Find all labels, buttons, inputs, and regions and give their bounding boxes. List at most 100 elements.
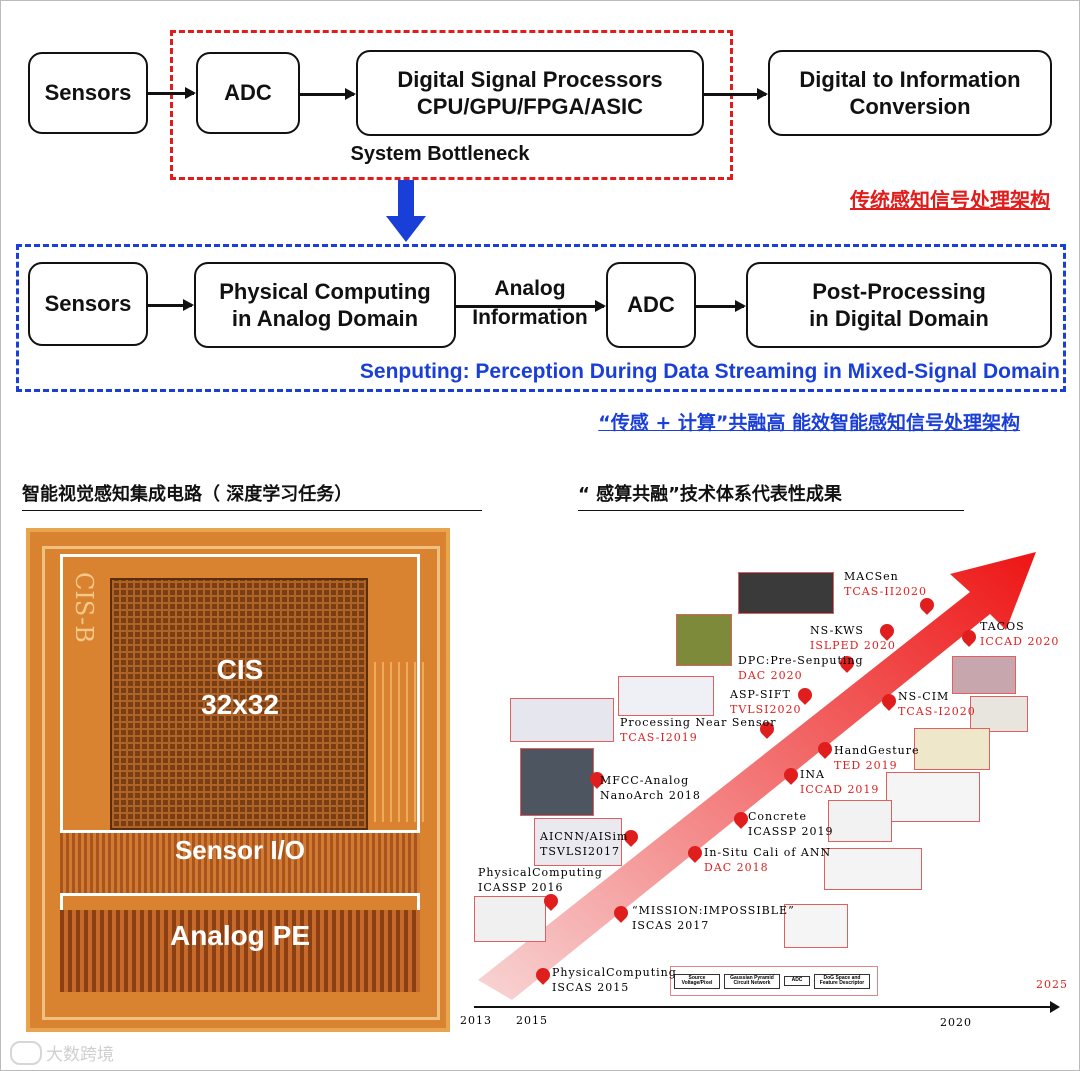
item-physical-2015: PhysicalComputing ISCAS 2015 bbox=[552, 966, 677, 996]
item-name: PhysicalComputing bbox=[552, 966, 677, 979]
ina-thumbnail bbox=[886, 772, 980, 822]
item-name: “MISSION:IMPOSSIBLE” bbox=[632, 904, 795, 917]
chip-die-photo: CIS-B CIS 32x32 Sensor I/O Analog PE bbox=[26, 528, 450, 1032]
item-ina: INA ICCAD 2019 bbox=[800, 768, 879, 798]
item-concrete: Concrete ICASSP 2019 bbox=[748, 810, 833, 840]
item-name: PhysicalComputing bbox=[478, 866, 603, 879]
analog-pe-label: Analog PE bbox=[169, 920, 310, 951]
item-dpc: DPC:Pre-Senputing DAC 2020 bbox=[738, 654, 864, 684]
item-name: NS-CIM bbox=[898, 690, 950, 703]
arrow-sensors-adc bbox=[148, 87, 196, 98]
item-asp-sift: ASP-SIFT TVLSI2020 bbox=[730, 688, 801, 718]
concrete-thumbnail bbox=[828, 800, 892, 842]
item-tacos: TACOS ICCAD 2020 bbox=[980, 620, 1059, 650]
growth-arrow bbox=[478, 552, 1036, 1000]
item-venue: ISCAS 2015 bbox=[552, 980, 630, 994]
chip-heading: 智能视觉感知集成电路（ 深度学习任务） bbox=[22, 484, 482, 511]
physical-2016-thumbnail bbox=[474, 896, 546, 942]
item-venue: ISLPED 2020 bbox=[810, 638, 896, 652]
item-ns-cim: NS-CIM TCAS-I2020 bbox=[898, 690, 976, 720]
analog-info-line2: Information bbox=[472, 306, 588, 330]
ns-cim-thumbnail bbox=[970, 696, 1028, 732]
pipeline-step-1: Source Voltage/Pixel bbox=[674, 973, 720, 989]
year-2020: 2020 bbox=[940, 1016, 972, 1029]
dpc-thumbnail bbox=[618, 676, 714, 716]
item-name: TACOS bbox=[980, 620, 1025, 633]
analog-info-label: Analog Information bbox=[456, 274, 604, 333]
post-box: Post-Processing in Digital Domain bbox=[746, 262, 1052, 348]
item-processing-near-sensor: Processing Near Sensor TCAS-I2019 bbox=[620, 716, 777, 746]
item-in-situ: In-Situ Cali of ANN DAC 2018 bbox=[704, 846, 831, 876]
d2i-box: Digital to Information Conversion bbox=[768, 50, 1052, 136]
mfcc-thumbnail bbox=[520, 748, 594, 816]
item-venue: ICASSP 2019 bbox=[748, 824, 834, 838]
item-mfcc: MFCC-Analog NanoArch 2018 bbox=[600, 774, 701, 804]
bottleneck-region bbox=[170, 30, 733, 180]
pipeline-diagram: Source Voltage/Pixel Gaussian Pyramid Ci… bbox=[670, 966, 878, 996]
watermark-text: 大数跨境 bbox=[46, 1045, 114, 1065]
item-venue: TCAS-I2019 bbox=[620, 730, 698, 744]
item-name: Concrete bbox=[748, 810, 807, 823]
pipeline-step-3: ADC bbox=[784, 976, 810, 986]
item-venue: NanoArch 2018 bbox=[600, 788, 701, 802]
senputing-region bbox=[16, 244, 1066, 392]
year-2015: 2015 bbox=[516, 1014, 548, 1027]
item-venue: ICCAD 2020 bbox=[980, 634, 1060, 648]
sensors-label: Sensors bbox=[44, 80, 132, 106]
pipeline-step-4: DoG Space and Feature Descriptor bbox=[814, 973, 870, 989]
arrow-physical-adc bbox=[456, 300, 606, 311]
analog-info-line1: Analog bbox=[494, 277, 566, 300]
down-arrow-icon bbox=[386, 180, 426, 242]
adc-label-2: ADC bbox=[627, 292, 675, 318]
aicnn-thumbnail bbox=[534, 818, 622, 866]
sensor-io-label: Sensor I/O bbox=[174, 835, 306, 865]
item-name: DPC:Pre-Senputing bbox=[738, 654, 864, 667]
arrow-dsp-d2i bbox=[704, 88, 768, 99]
physical-label-line2: in Analog Domain bbox=[231, 306, 419, 331]
bottleneck-label: System Bottleneck bbox=[350, 143, 530, 165]
in-situ-thumbnail bbox=[824, 848, 922, 890]
macsen-thumbnail bbox=[738, 572, 834, 614]
item-venue: ISCAS 2017 bbox=[632, 918, 710, 932]
item-venue: TCAS-I2020 bbox=[898, 704, 976, 718]
item-name: ASP-SIFT bbox=[730, 688, 791, 701]
item-handgesture: HandGesture TED 2019 bbox=[834, 744, 920, 774]
time-axis-arrowhead bbox=[1050, 1001, 1060, 1013]
post-label-line1: Post-Processing bbox=[812, 278, 986, 304]
adc-label: ADC bbox=[224, 80, 272, 106]
sensor-io-band bbox=[60, 830, 420, 896]
cis-label: CIS 32x32 bbox=[170, 652, 310, 722]
senputing-tagline: Senputing: Perception During Data Stream… bbox=[359, 360, 1060, 383]
ns-kws-thumbnail bbox=[676, 614, 732, 666]
physical-box: Physical Computing in Analog Domain bbox=[194, 262, 456, 348]
item-name: In-Situ Cali of ANN bbox=[704, 846, 832, 859]
analog-pe-band bbox=[60, 910, 420, 992]
watermark: 大数跨境 bbox=[10, 1040, 114, 1065]
timeline-heading: “ 感算共融”技术体系代表性成果 bbox=[578, 484, 964, 511]
item-venue: TSVLSI2017 bbox=[540, 844, 620, 858]
dsp-box: Digital Signal Processors CPU/GPU/FPGA/A… bbox=[356, 50, 704, 136]
cis-array bbox=[110, 578, 368, 830]
processing-near-sensor-thumbnail bbox=[510, 698, 614, 742]
sensors-box-senputing: Sensors bbox=[28, 262, 148, 346]
item-name: Processing Near Sensor bbox=[620, 716, 777, 729]
physical-label-line1: Physical Computing bbox=[219, 278, 431, 304]
dsp-label-line1: Digital Signal Processors bbox=[397, 66, 663, 92]
item-name: INA bbox=[800, 768, 825, 781]
item-venue: TED 2019 bbox=[834, 758, 898, 772]
item-name: AICNN/AISim bbox=[540, 830, 629, 843]
item-mission: “MISSION:IMPOSSIBLE” ISCAS 2017 bbox=[632, 904, 795, 934]
item-venue: DAC 2018 bbox=[704, 860, 769, 874]
adc-box-traditional: ADC bbox=[196, 52, 300, 134]
year-2013: 2013 bbox=[460, 1014, 492, 1027]
arrow-adc-dsp bbox=[300, 88, 356, 99]
item-name: HandGesture bbox=[834, 744, 920, 757]
pipeline-step-2: Gaussian Pyramid Circuit Network bbox=[724, 973, 780, 989]
die-inner-frame bbox=[42, 546, 440, 1020]
item-name: MACSen bbox=[844, 570, 899, 583]
sensors-label-2: Sensors bbox=[44, 291, 132, 317]
item-name: NS-KWS bbox=[810, 624, 864, 637]
handgesture-thumbnail bbox=[914, 728, 990, 770]
d2i-label-line1: Digital to Information bbox=[799, 66, 1021, 92]
mission-thumbnail bbox=[784, 904, 848, 948]
